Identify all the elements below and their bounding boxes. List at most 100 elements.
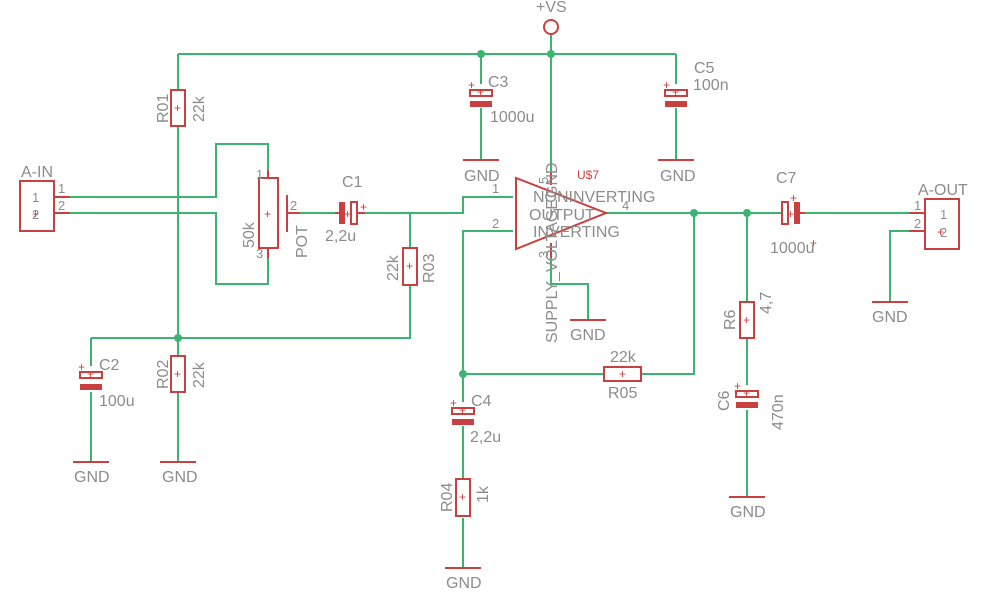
resistor-name: R03: [421, 254, 438, 283]
resistor-body: [455, 478, 471, 517]
resistor-value: 22k: [385, 254, 402, 281]
capacitor-polarity: +: [468, 78, 475, 92]
pot-pin1: 1: [256, 167, 263, 182]
capacitor-c7: + + C7 1000u +: [770, 170, 817, 257]
capacitor-plate-outline: [735, 390, 759, 398]
opamp-name: U$7: [577, 168, 599, 182]
connector-body: [924, 198, 960, 250]
connector-inner-pin1: 1: [32, 190, 39, 205]
resistor-origin-mark: +: [174, 101, 181, 115]
resistor-name: R02: [155, 360, 172, 389]
resistor-name: R05: [608, 385, 637, 402]
resistor-value: 1k: [475, 485, 492, 503]
capacitor-name: C2: [99, 357, 120, 374]
wire-out-pin2: [889, 230, 925, 302]
gnd-label: GND: [162, 469, 198, 486]
capacitor-origin-mark: +: [477, 85, 484, 99]
connector-inner-pin1: 1: [940, 207, 947, 222]
capacitor-plate-outline: [350, 201, 358, 225]
capacitor-c1: + + C1 2,2u: [325, 174, 367, 245]
opamp-pin-noninv: 1: [492, 181, 499, 196]
resistor-origin-mark: +: [406, 259, 413, 273]
capacitor-origin-mark: +: [787, 207, 794, 221]
capacitor-plate-solid: [339, 202, 345, 224]
capacitor-name: C1: [342, 174, 363, 191]
capacitor-polarity: +: [450, 396, 457, 410]
gnd-r02: GND: [160, 461, 198, 486]
pot-pin2: 2: [290, 198, 297, 213]
gnd-label: GND: [74, 469, 110, 486]
resistor-body: [170, 89, 186, 127]
potentiometer: + 1 2 3 50k POT: [241, 167, 311, 261]
capacitor-origin-mark: +: [87, 367, 94, 381]
connector-pin2-num: 2: [58, 198, 65, 213]
capacitor-c3: + + C3 1000u: [468, 74, 535, 126]
capacitor-origin-mark: +: [344, 207, 351, 221]
connector-inner-pin2: 2: [940, 225, 947, 240]
resistor-name: R6: [722, 309, 739, 330]
resistor-origin-mark: +: [619, 367, 626, 381]
junction-dot: [690, 209, 698, 217]
wires: [70, 33, 925, 568]
junction-dot: [547, 50, 555, 58]
connector-origin-mark: +: [32, 207, 39, 221]
resistor-body: [402, 247, 418, 286]
capacitor-plate-solid: [80, 384, 102, 390]
capacitor-polarity: +: [360, 200, 367, 214]
resistor-r6: + R6 4,7: [722, 292, 775, 339]
junction-dot: [743, 209, 751, 217]
connector-origin-mark: +: [937, 225, 944, 239]
connector-name: A-IN: [21, 164, 53, 181]
gnd-out: GND: [872, 301, 908, 326]
connector-inner-pin2: 2: [32, 207, 39, 222]
gnd-label: GND: [660, 168, 696, 185]
connector-a-in: A-IN 1 2 + 1 2: [19, 164, 70, 232]
capacitor-value: 100u: [99, 393, 135, 410]
wire-c1-opamp: [365, 196, 513, 214]
capacitor-value: 2,2u: [325, 228, 356, 245]
connector-body: [19, 180, 55, 232]
connector-pin1-num: 1: [914, 198, 921, 213]
capacitor-plate-solid: [452, 419, 474, 425]
wire-fb-out: [641, 213, 695, 375]
resistor-body: [739, 301, 755, 339]
capacitor-c4: + + C4 2,2u: [450, 393, 501, 446]
resistor-body: [170, 355, 186, 393]
pot-pin3: 3: [256, 246, 263, 261]
capacitor-c6: + + C6 470n: [716, 379, 787, 430]
capacitor-plate-solid: [736, 402, 758, 408]
capacitor-name: C7: [776, 170, 797, 187]
resistor-body: [603, 366, 642, 382]
pot-name: POT: [294, 225, 311, 258]
connector-name: A-OUT: [918, 182, 968, 199]
capacitor-plate-solid: [665, 101, 687, 107]
junction-dot: [174, 334, 182, 342]
opamp-label-inv: INVERTING: [533, 224, 620, 241]
capacitor-c5: + + C5 100n: [663, 60, 729, 107]
capacitor-polarity-2: +: [810, 236, 817, 250]
capacitor-polarity: +: [790, 191, 797, 205]
opamp-label-out: OUTPUT: [529, 207, 595, 224]
capacitor-name: C6: [716, 390, 733, 411]
capacitor-polarity: +: [734, 379, 741, 393]
capacitor-plate-solid: [470, 101, 492, 107]
supply-circle-icon: [543, 19, 559, 35]
capacitor-value: 470n: [770, 394, 787, 430]
opamp-label-gnd: GND: [544, 162, 561, 198]
wire-opamp-gnd: [550, 258, 589, 320]
gnd-opamp: GND: [570, 319, 606, 344]
junction-dot: [477, 50, 485, 58]
resistor-origin-mark: +: [459, 490, 466, 504]
gnd-r04: GND: [445, 567, 482, 592]
capacitor-plate-outline: [781, 201, 789, 225]
resistor-name: R01: [155, 94, 172, 123]
resistor-origin-mark: +: [743, 313, 750, 327]
connector-pin2-num: 2: [914, 216, 921, 231]
resistor-value: 22k: [610, 349, 637, 366]
capacitor-c2: + + C2 100u: [78, 357, 135, 410]
resistor-r03: + 22k R03: [385, 247, 438, 286]
gnd-label: GND: [730, 504, 766, 521]
capacitor-name: C3: [488, 74, 509, 91]
resistor-r01: + R01 22k: [155, 89, 208, 127]
